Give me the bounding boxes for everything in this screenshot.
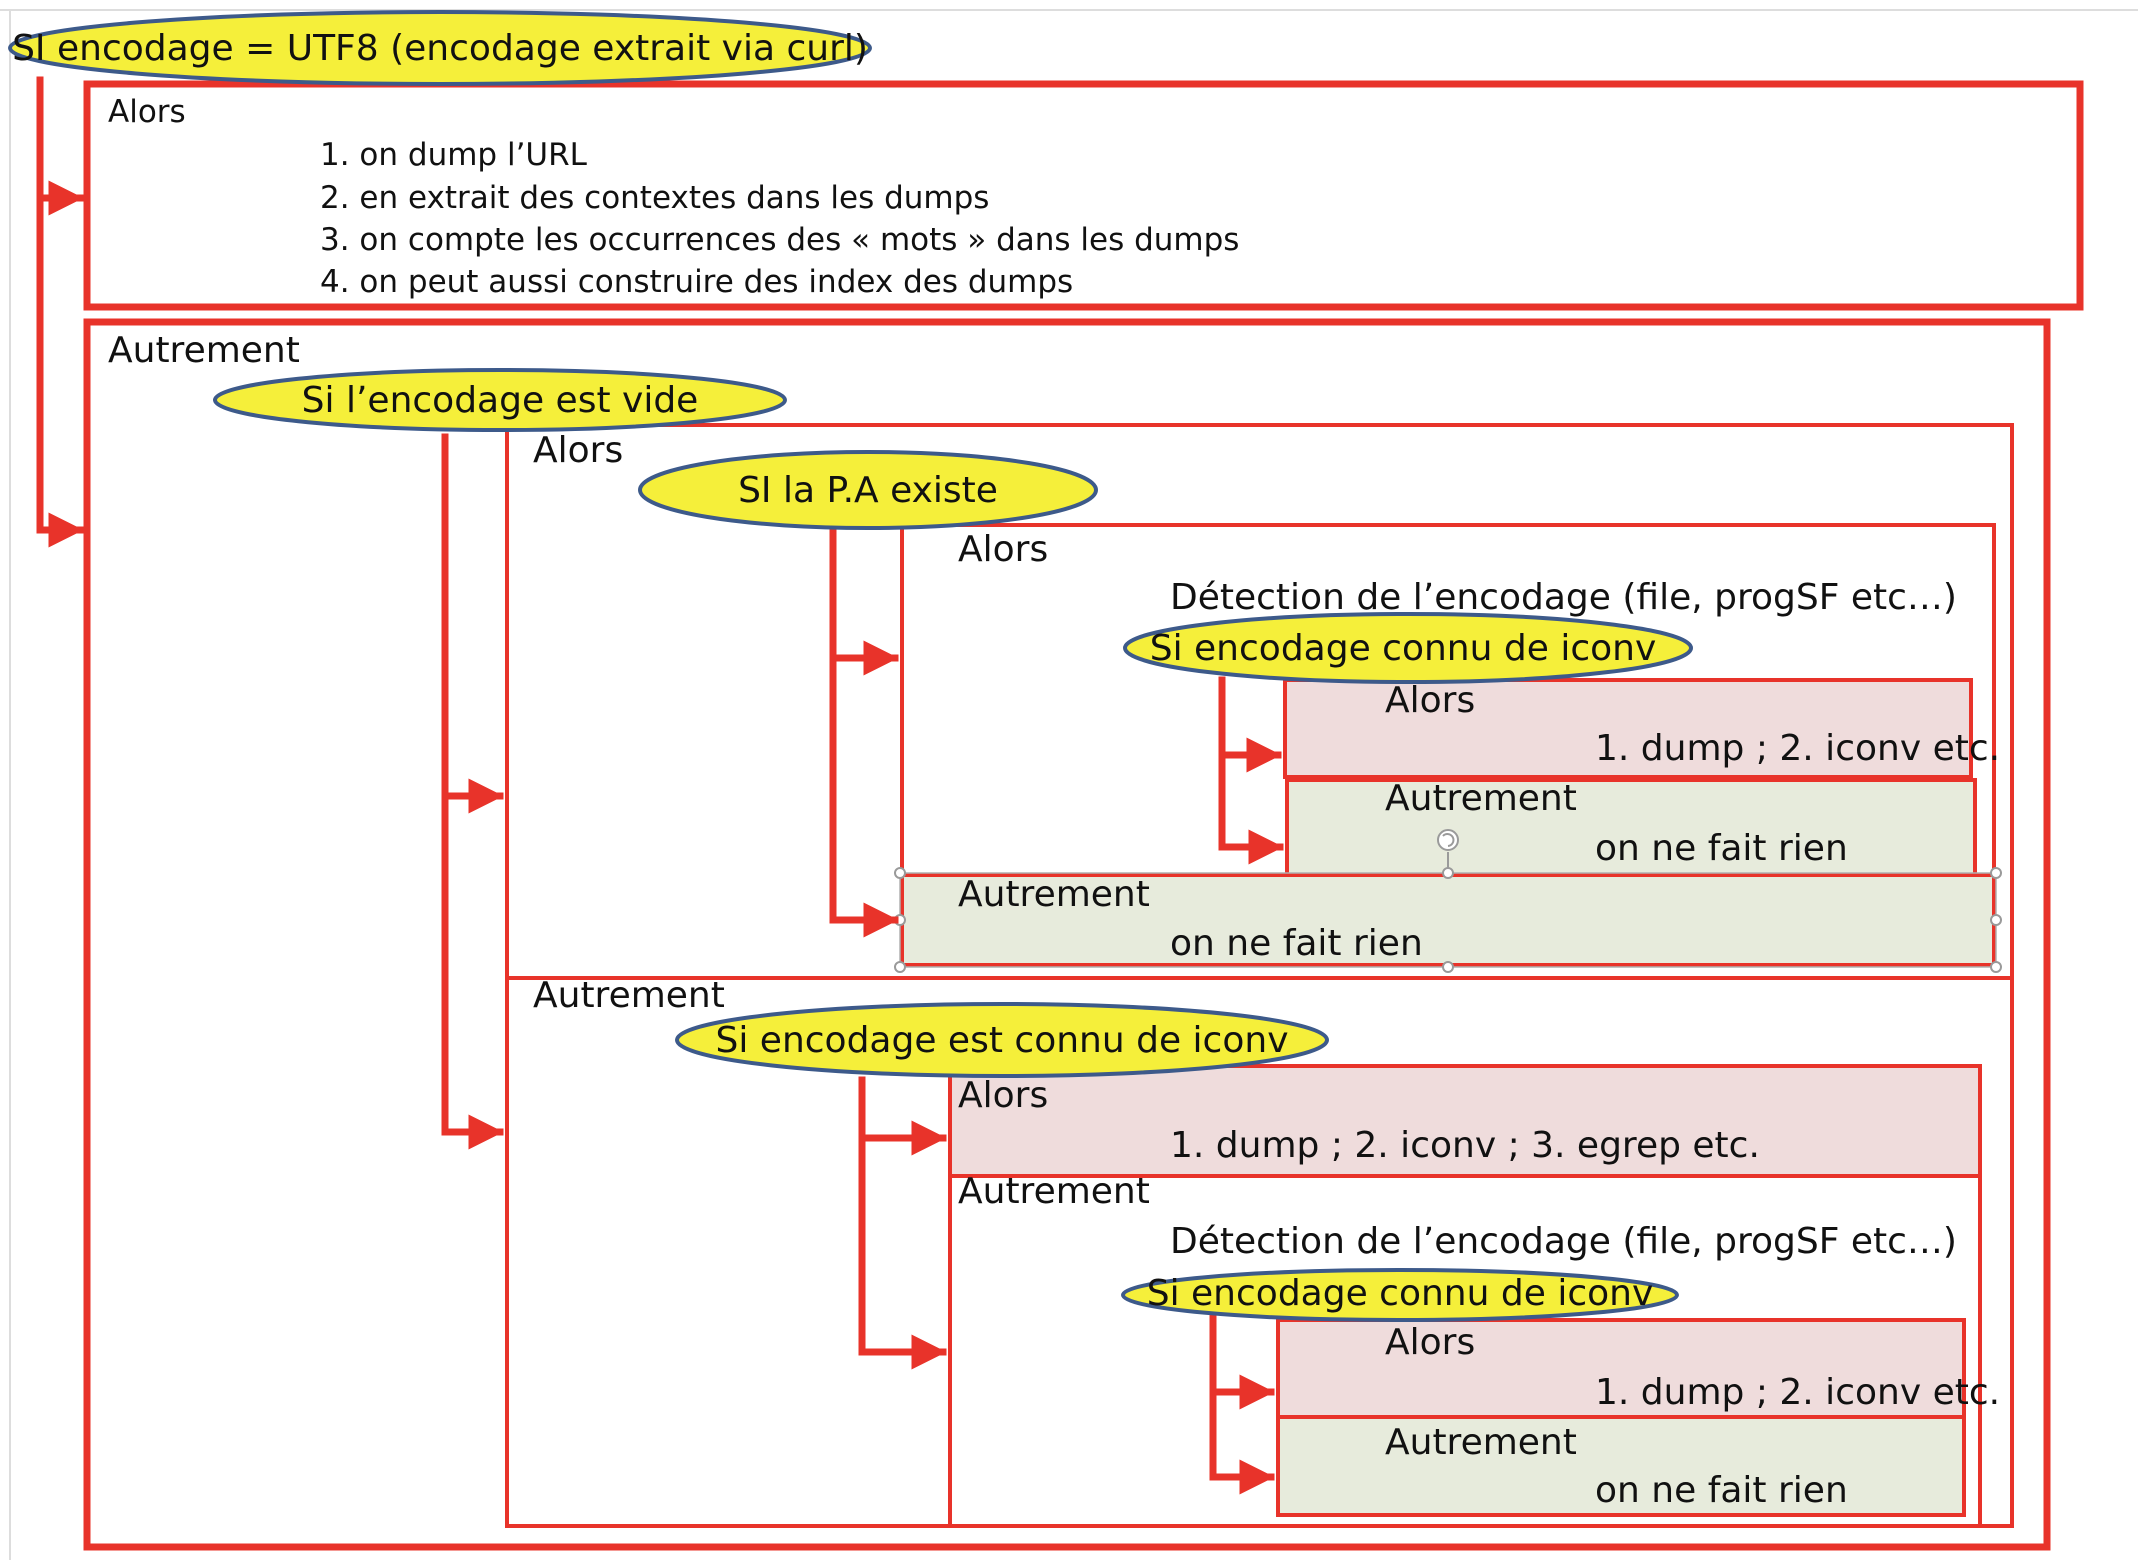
step-3: 3. on compte les occurrences des « mots …	[320, 222, 1239, 258]
block-empty-then-label: Alors	[533, 430, 623, 471]
block-iconv-then-2	[1276, 1318, 1966, 1419]
resize-handle-br[interactable]	[1990, 961, 2002, 973]
iconv-then-text-2: 1. dump ; 2. iconv etc.	[1595, 1372, 2000, 1413]
step-2: 2. en extrait des contextes dans les dum…	[320, 180, 989, 216]
known-then-text: 1. dump ; 2. iconv ; 3. egrep etc.	[1170, 1125, 1760, 1166]
block-iconv-then-1	[1283, 678, 1973, 779]
block-utf8-then-label: Alors	[108, 94, 186, 130]
block-known-then	[948, 1064, 1982, 1178]
detection-text-1: Détection de l’encodage (file, progSF et…	[1170, 577, 1957, 618]
iconv-else-text-2: on ne fait rien	[1595, 1470, 1848, 1511]
condition-utf8[interactable]: SI encodage = UTF8 (encodage extrait via…	[8, 10, 872, 86]
known-else-label: Autrement	[958, 1171, 1150, 1212]
iconv-else-label-1: Autrement	[1385, 778, 1577, 819]
block-utf8-then	[83, 80, 2084, 311]
condition-empty-encoding-text: Si l’encodage est vide	[302, 380, 699, 421]
resize-handle-tr[interactable]	[1990, 867, 2002, 879]
known-then-label: Alors	[958, 1075, 1048, 1116]
block-iconv-else-1	[1285, 778, 1977, 877]
resize-handle-bl[interactable]	[894, 961, 906, 973]
resize-handle-mr[interactable]	[1990, 914, 2002, 926]
condition-iconv-known-1-text: Si encodage connu de iconv	[1150, 628, 1657, 669]
step-4: 4. on peut aussi construire des index de…	[320, 264, 1073, 300]
condition-utf8-text: SI encodage = UTF8 (encodage extrait via…	[12, 28, 868, 69]
pa-else-label: Autrement	[958, 874, 1150, 915]
selection-handles[interactable]	[894, 867, 2002, 973]
condition-iconv-known-1[interactable]: Si encodage connu de iconv	[1123, 612, 1693, 684]
condition-iconv-known-2[interactable]: Si encodage connu de iconv	[1121, 1268, 1679, 1322]
condition-known-iconv[interactable]: Si encodage est connu de iconv	[675, 1002, 1329, 1078]
condition-pa-exists-text: SI la P.A existe	[738, 470, 998, 511]
detection-text-2: Détection de l’encodage (file, progSF et…	[1170, 1221, 1957, 1262]
condition-empty-encoding[interactable]: Si l’encodage est vide	[213, 368, 787, 432]
step-1: 1. on dump l’URL	[320, 137, 588, 173]
iconv-then-text-1: 1. dump ; 2. iconv etc.	[1595, 728, 2000, 769]
block-utf8-else-label: Autrement	[108, 330, 300, 371]
iconv-then-label-1: Alors	[1385, 680, 1475, 721]
resize-handle-bc[interactable]	[1442, 961, 1454, 973]
iconv-else-label-2: Autrement	[1385, 1422, 1577, 1463]
block-iconv-else-2	[1276, 1415, 1966, 1517]
iconv-then-label-2: Alors	[1385, 1322, 1475, 1363]
pa-else-text: on ne fait rien	[1170, 923, 1423, 964]
condition-known-iconv-text: Si encodage est connu de iconv	[716, 1020, 1289, 1061]
resize-handle-tl[interactable]	[894, 867, 906, 879]
block-empty-else-label: Autrement	[533, 975, 725, 1016]
condition-pa-exists[interactable]: SI la P.A existe	[638, 450, 1098, 530]
connectors	[36, 76, 1284, 1495]
resize-handle-tc[interactable]	[1442, 867, 1454, 879]
block-pa-then-label: Alors	[958, 529, 1048, 570]
iconv-else-text-1: on ne fait rien	[1595, 828, 1848, 869]
condition-iconv-known-2-text: Si encodage connu de iconv	[1147, 1273, 1654, 1314]
